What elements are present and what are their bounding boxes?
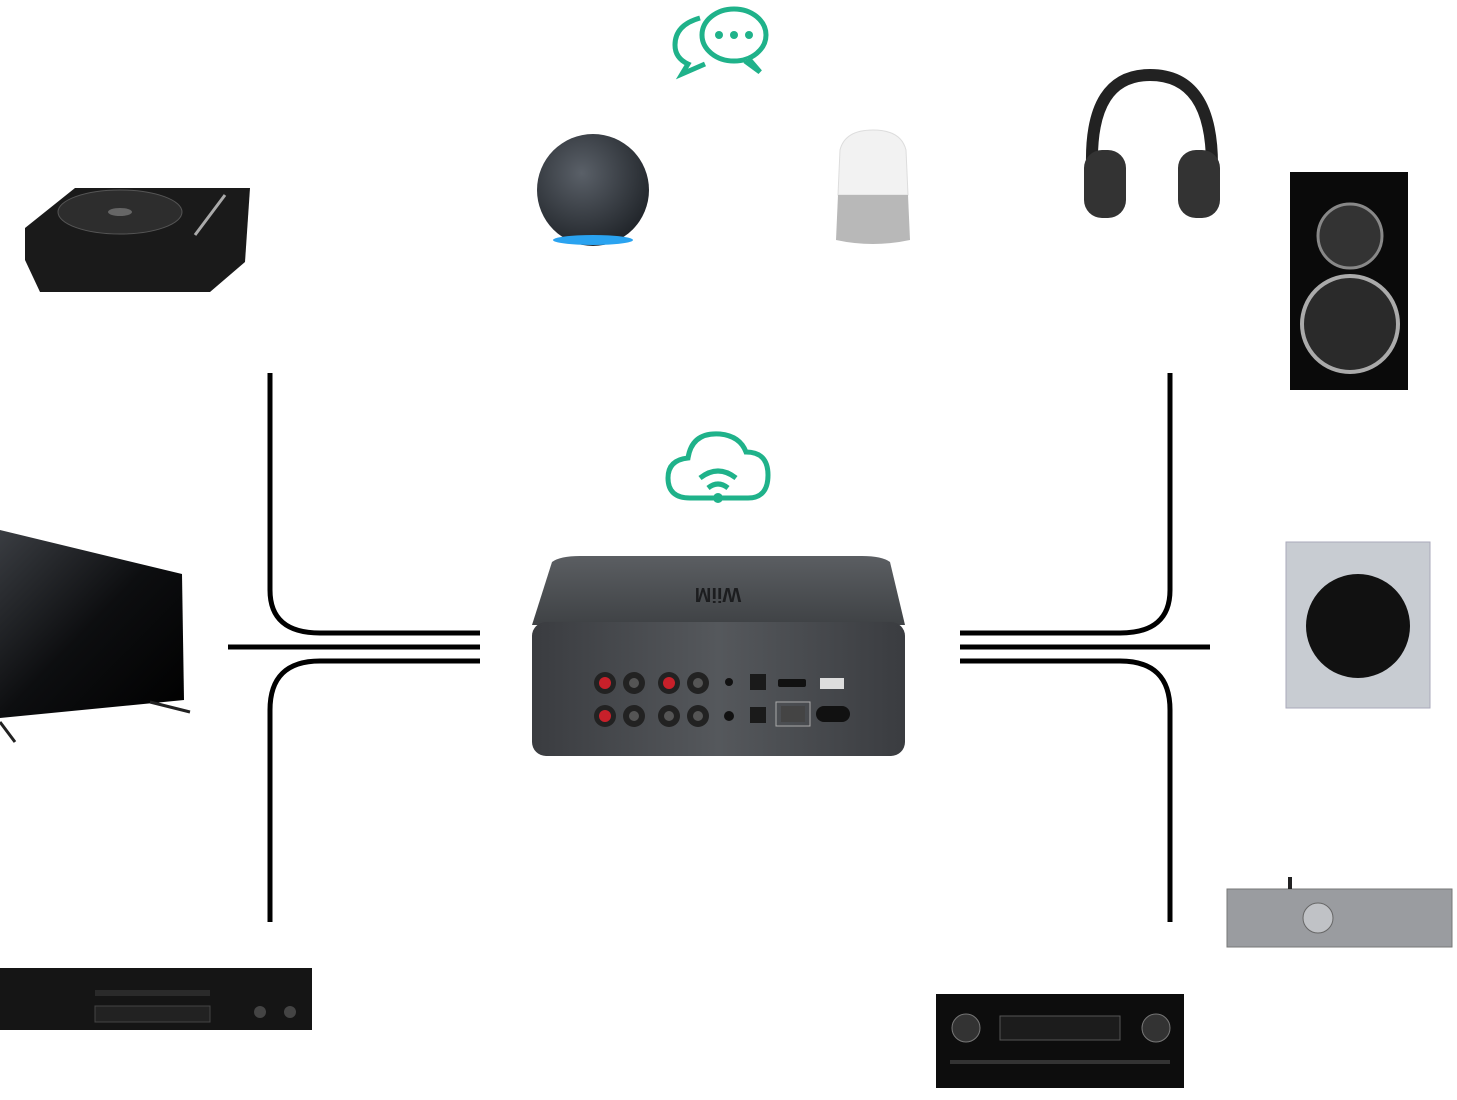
- smart-speaker-echo: [537, 134, 649, 246]
- dac-amplifier-device: [1226, 877, 1453, 948]
- smart-speaker-google-home: [836, 129, 910, 244]
- connection-lines: [228, 373, 1210, 922]
- cd-player-device: [0, 968, 312, 1030]
- voice-assistant-chat-icon: [672, 6, 769, 80]
- wiim-hub-device: WiiM: [532, 556, 905, 756]
- turntable-device: [25, 188, 250, 292]
- cloud-wifi-icon: [665, 431, 771, 503]
- line-left-top: [267, 373, 480, 636]
- line-right-top: [960, 373, 1173, 636]
- headphones-device: [1084, 68, 1220, 218]
- line-right-bottom: [960, 658, 1173, 922]
- tv-device: [0, 530, 191, 743]
- rca-ports: [594, 672, 709, 727]
- hub-brand-logo: WiiM: [695, 583, 741, 605]
- av-receiver-device: [936, 994, 1184, 1088]
- bookshelf-speaker: [1290, 172, 1408, 390]
- line-left-bottom: [267, 658, 480, 922]
- subwoofer-device: [1285, 541, 1431, 709]
